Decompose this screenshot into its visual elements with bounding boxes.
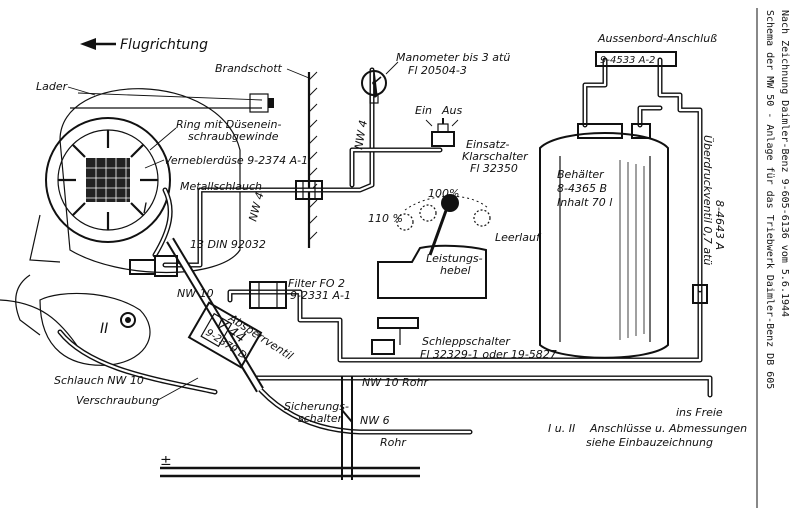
firewall <box>307 71 318 248</box>
lower-engine <box>0 292 151 366</box>
ring-label-2: schraubgewinde <box>188 130 279 143</box>
rohr-label: Rohr <box>380 436 407 449</box>
nw10-label: NW 10 <box>177 287 214 300</box>
metallschlauch-label: Metallschlauch <box>180 180 262 193</box>
switch-aus-label: Aus <box>441 104 462 117</box>
ground-bus <box>160 466 420 478</box>
filter-part: 9-2331 A-1 <box>290 289 351 302</box>
lader-intake <box>70 92 274 113</box>
nozzle-ring-grid <box>86 158 130 202</box>
lever-label-2: hebel <box>440 264 471 277</box>
sicherung-label-2: schalter <box>298 412 344 425</box>
einsatz-switch <box>425 118 459 147</box>
connection-i-label: I <box>143 201 147 217</box>
hose-coupling <box>295 180 323 200</box>
sicherung-label-1: Sicherungs- <box>284 400 349 413</box>
title-block: Schema der MW 50 - Anlage für das Triebw… <box>756 8 790 508</box>
schleppschalter-part: Fl 32329-1 oder 19-5827 <box>420 348 557 361</box>
nw6-label: NW 6 <box>360 414 390 427</box>
note-prefix: I u. II <box>548 422 575 435</box>
arrow-left-icon <box>80 38 96 50</box>
schlauch-label: Schlauch NW 10 <box>54 374 144 387</box>
footnote: I u. II Anschlüsse u. Abmessungen siehe … <box>548 422 747 449</box>
lader-label: Lader <box>36 80 69 93</box>
tow-switch <box>371 317 419 355</box>
power-lever <box>377 194 491 299</box>
lever-110-label: 110 % <box>368 212 403 225</box>
manometer-label: Manometer bis 3 atü <box>396 51 510 64</box>
nw10-rohr-label: NW 10 Rohr <box>362 376 429 389</box>
ins-freie-label: ins Freie <box>676 406 723 419</box>
title-line-2: Nach Zeichnung Daimler-Benz 9-605-6136 v… <box>779 10 790 317</box>
aussenbord-part: 9-4533 A-2 <box>600 55 655 66</box>
relief-valve <box>692 284 708 304</box>
nw4-label-a: NW 4 <box>246 191 266 223</box>
supercharger <box>15 88 241 336</box>
tank-label: Behälter <box>557 168 605 181</box>
note-line-1: Anschlüsse u. Abmessungen <box>589 422 747 435</box>
ring-label-1: Ring mit Düsenein- <box>176 118 281 131</box>
nw4-label-b: NW 4 <box>352 119 370 150</box>
pipework <box>57 57 713 435</box>
tank-capacity: Inhalt 70 l <box>557 196 612 209</box>
verschraubung-label: Verschraubung <box>76 394 159 407</box>
lever-label-1: Leistungs- <box>426 252 483 265</box>
einsatz-part: Fl 32350 <box>470 162 518 175</box>
aussenbord-label: Aussenbord-Anschluß <box>597 32 717 45</box>
flugrichtung-label: Flugrichtung <box>120 37 208 53</box>
schleppschalter-label: Schleppschalter <box>422 335 511 348</box>
filter <box>249 281 287 309</box>
flight-direction: Flugrichtung <box>80 37 208 53</box>
manometer-gauge <box>361 70 387 104</box>
einsatz-label-1: Einsatz- <box>466 138 510 151</box>
einsatz-label-2: Klarschalter <box>462 150 529 163</box>
switch-ein-label: Ein <box>415 104 432 117</box>
lever-leerlauf-label: Leerlauf <box>495 231 542 244</box>
connection-ii-label: II <box>100 321 108 337</box>
shutoff-valve <box>187 301 263 369</box>
tank-part: 8-4365 B <box>557 182 607 195</box>
manometer-part: Fl 20504-3 <box>408 64 467 77</box>
filter-label: Filter FO 2 <box>288 277 345 290</box>
nozzle-ring-spokes <box>58 130 158 230</box>
ueberdruck-part: 8-4643 A <box>713 200 726 250</box>
lever-100-label: 100% <box>428 187 459 200</box>
din-label: 13 DIN 92032 <box>190 238 266 251</box>
brandschott-label: Brandschott <box>215 62 283 75</box>
verneblerduese-label: Verneblerdüse 9-2374 A-1 <box>164 154 308 167</box>
t-fitting <box>129 255 178 277</box>
tank <box>539 123 669 359</box>
title-line-1: Schema der MW 50 - Anlage für das Triebw… <box>764 10 775 389</box>
note-line-2: siehe Einbauzeichnung <box>586 436 713 449</box>
outboard-connection <box>595 51 677 67</box>
ueberdruck-label: Überdruckventil 0,7 atü <box>701 135 714 265</box>
safety-switch <box>341 376 353 480</box>
ground-symbol: ± <box>160 453 172 469</box>
